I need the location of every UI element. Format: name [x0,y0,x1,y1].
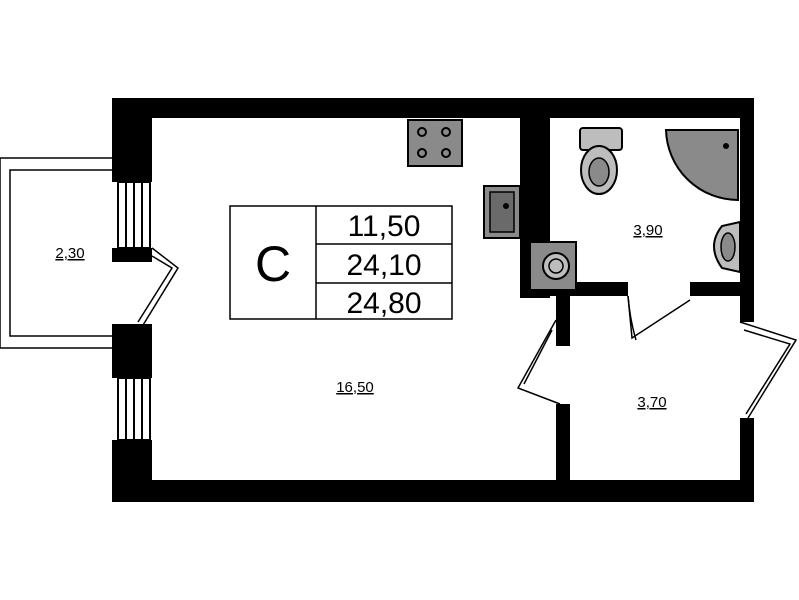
hallway-area-label: 3,70 [637,394,666,411]
shower-icon [664,129,739,202]
balcony-door [137,247,179,331]
outer-walls [112,98,754,502]
window-lower [117,377,151,441]
summary-area-3: 24,80 [346,287,421,320]
sink-icon [483,185,521,239]
toilet-icon [579,127,623,195]
stove-icon [407,119,463,167]
washing-machine-icon [529,241,577,291]
apartment-info-table: C 11,50 24,10 24,80 [229,205,453,320]
washbasin-icon [713,220,741,274]
summary-area-1: 11,50 [348,210,421,243]
entrance-door [739,321,798,419]
apartment-type-label: C [255,236,291,292]
balcony-area-label: 2,30 [55,245,84,262]
bathroom-area-label: 3,90 [633,222,662,239]
hallway-door [516,319,561,405]
balcony [0,157,118,349]
window-upper [117,181,151,249]
summary-area-2: 24,10 [346,249,421,282]
bathroom-door [627,295,691,341]
main-room-area-label: 16,50 [336,379,374,396]
